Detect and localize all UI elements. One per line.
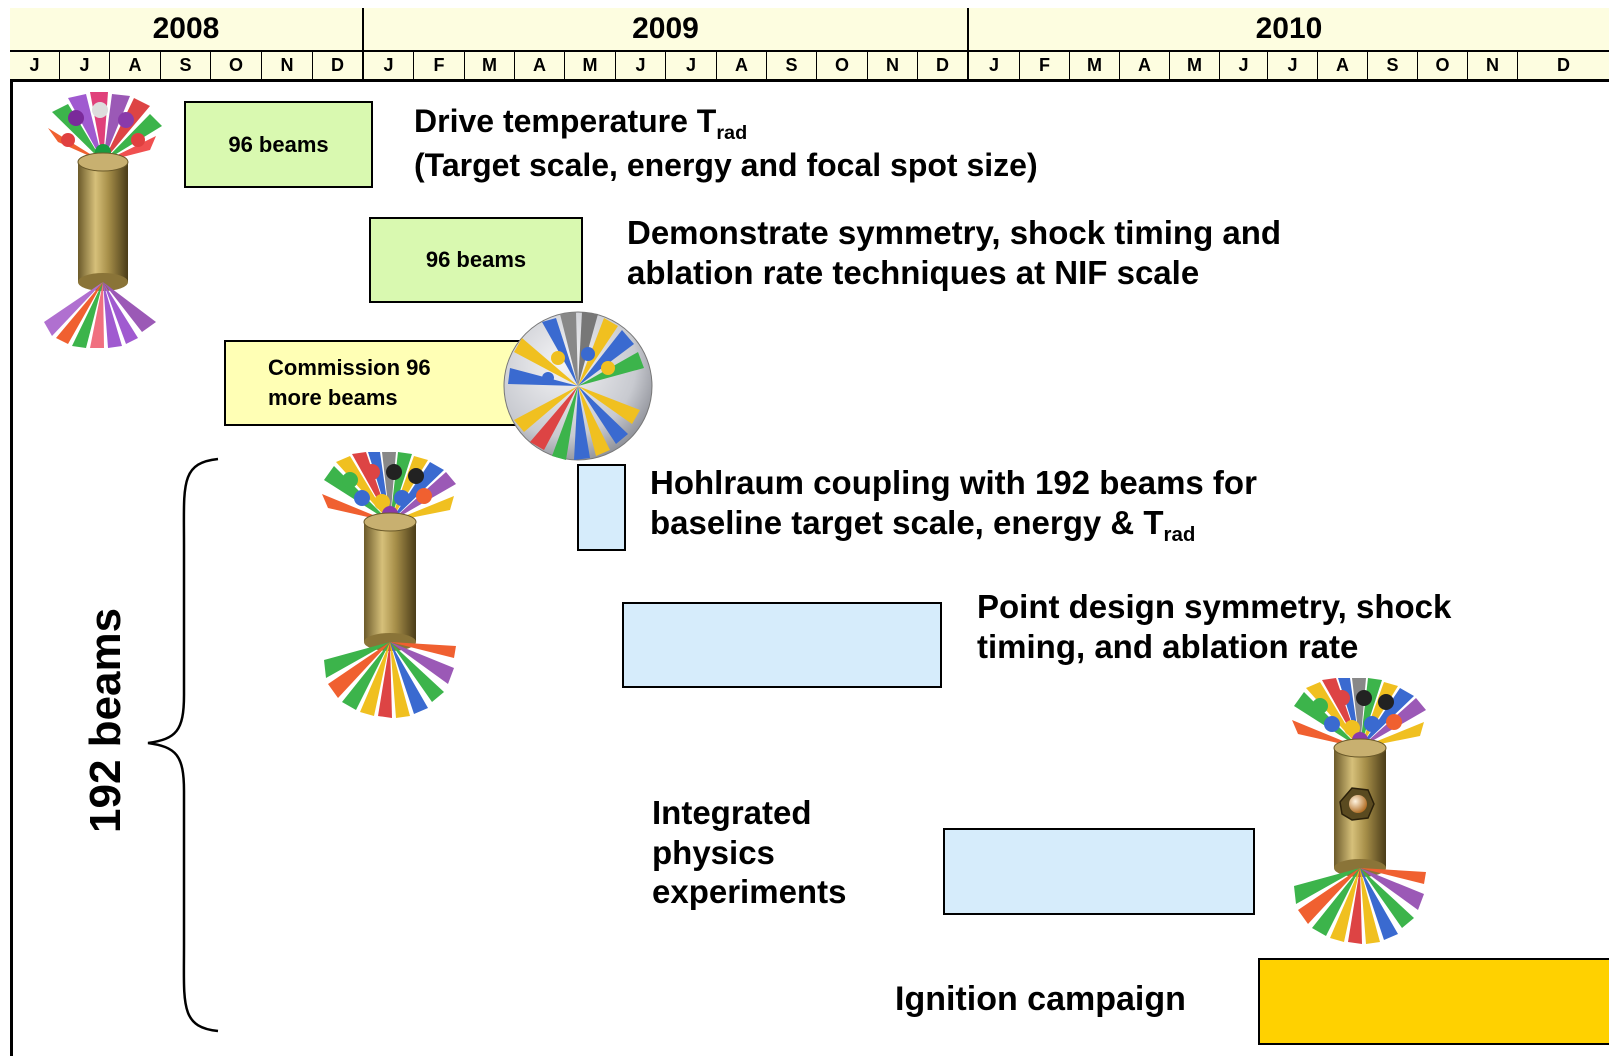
month-cell: J [1268,52,1318,82]
month-cell: J [1220,52,1268,82]
task-box-label: 96 beams [228,131,329,157]
task-box-point-design [622,602,942,688]
month-cell: M [1170,52,1220,82]
task-label-line: Drive temperature T [414,103,717,139]
task-box-integrated-physics [943,828,1255,915]
task-box-hohlraum-coupling [577,464,626,551]
year-header-row: 2008 2009 2010 [10,8,1609,52]
task-label-demonstrate-symmetry: Demonstrate symmetry, shock timing and a… [627,213,1281,292]
month-cell: N [262,52,313,82]
month-cell: J [616,52,666,82]
hohlraum-96-beams-icon [44,92,162,348]
task-box-label: Commission 96 [268,355,431,381]
month-cell: A [717,52,767,82]
task-label-line: Integrated [652,794,812,831]
target-chamber-sphere-icon [503,311,653,461]
ignition-capsule-hohlraum-icon [1292,678,1426,944]
task-label-line: ablation rate techniques at NIF scale [627,253,1200,291]
month-cell: J [364,52,414,82]
year-2010: 2010 [969,8,1609,52]
year-2009: 2009 [364,8,969,52]
month-cell: O [817,52,868,82]
month-cell: M [465,52,515,82]
task-label-line: Hohlraum coupling with 192 beams for [650,464,1257,501]
task-box-demonstrate-symmetry: 96 beams [369,217,583,303]
month-cell: J [10,52,60,82]
year-2008: 2008 [10,8,364,52]
task-label-line: Ignition campaign [895,980,1186,1018]
task-label-drive-temperature: Drive temperature Trad (Target scale, en… [414,102,1038,184]
task-label-line: physics [652,833,775,871]
month-cell: O [1418,52,1468,82]
task-label-line: Point design symmetry, shock [977,588,1452,625]
month-cell: N [868,52,918,82]
brace-icon [147,457,219,1033]
hohlraum-192-beams-icon [322,452,456,718]
month-cell: J [666,52,717,82]
month-cell: M [1070,52,1120,82]
month-cell: F [1020,52,1070,82]
month-header-row: J J A S O N D J F M A M J J A S O N D J … [10,52,1609,82]
task-label-point-design: Point design symmetry, shock timing, and… [977,587,1451,666]
brace-label: 192 beams [81,607,130,833]
month-cell: A [515,52,565,82]
month-cell: J [969,52,1020,82]
month-cell: A [1120,52,1170,82]
subscript: rad [716,121,748,144]
month-cell: S [161,52,211,82]
task-label-integrated-physics: Integrated physics experiments [652,793,846,912]
task-box-label: 96 beams [425,247,527,272]
task-label-line: (Target scale, energy and focal spot siz… [414,146,1038,183]
month-cell: S [767,52,817,82]
task-label-line: Demonstrate symmetry, shock timing and [627,214,1282,251]
month-cell: O [211,52,262,82]
month-cell: D [313,52,364,82]
task-label-line: baseline target scale, energy & T [650,503,1164,541]
task-label-ignition-campaign: Ignition campaign [895,979,1186,1020]
month-cell: M [565,52,616,82]
month-cell: N [1468,52,1518,82]
task-label-line: timing, and ablation rate [977,627,1359,665]
task-box-ignition-campaign [1258,958,1609,1045]
task-label-line: experiments [652,873,847,911]
month-cell: D [1518,52,1609,82]
month-cell: F [414,52,465,82]
subscript: rad [1163,522,1196,546]
task-box-commission: Commission 96 more beams [224,340,524,426]
task-box-label: more beams [268,385,398,410]
month-cell: D [918,52,969,82]
month-cell: A [1318,52,1368,82]
month-cell: S [1368,52,1418,82]
month-cell: J [60,52,110,82]
task-box-drive-temperature: 96 beams [184,101,373,188]
month-cell: A [110,52,161,82]
task-label-hohlraum-coupling: Hohlraum coupling with 192 beams for bas… [650,463,1257,547]
